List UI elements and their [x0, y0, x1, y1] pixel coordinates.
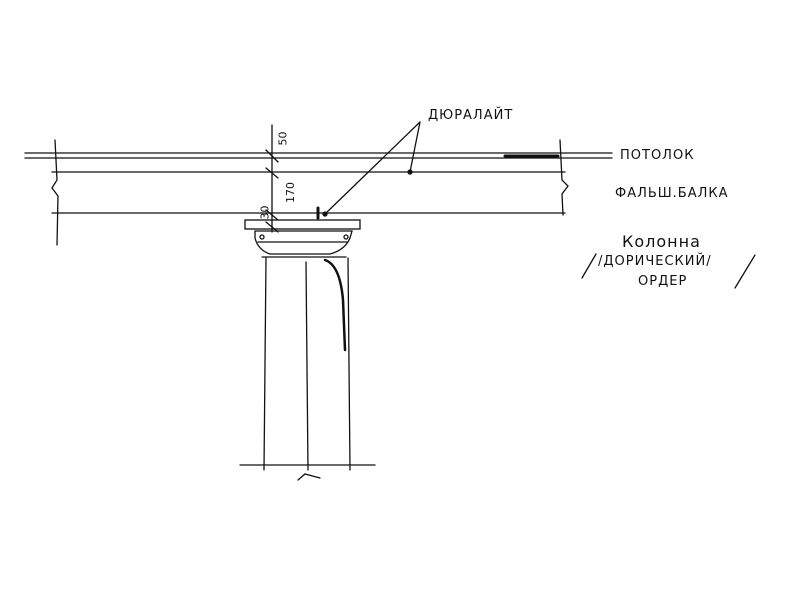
- duralight-leaders: [316, 121, 421, 220]
- false-beam-label: ФАЛЬШ.БАЛКА: [615, 186, 729, 201]
- order-label: ОРДЕР: [638, 274, 688, 289]
- false-beam: [51, 139, 569, 246]
- dimension-line: [265, 124, 279, 233]
- duralight-label: ДЮРАЛАЙТ: [428, 108, 514, 123]
- dimension-capital-gap: 30: [258, 205, 272, 220]
- ceiling-lines: [24, 152, 613, 159]
- column-label: Колонна: [622, 232, 701, 251]
- column-capital: [244, 219, 361, 258]
- order-slashes: [581, 253, 756, 289]
- order-type-label: /ДОРИЧЕСКИЙ/: [598, 254, 712, 269]
- dimension-top-gap: 50: [276, 131, 290, 146]
- ceiling-label: ПОТОЛОК: [620, 148, 695, 163]
- dimension-beam-height: 170: [284, 182, 297, 203]
- column-shaft: [239, 257, 376, 481]
